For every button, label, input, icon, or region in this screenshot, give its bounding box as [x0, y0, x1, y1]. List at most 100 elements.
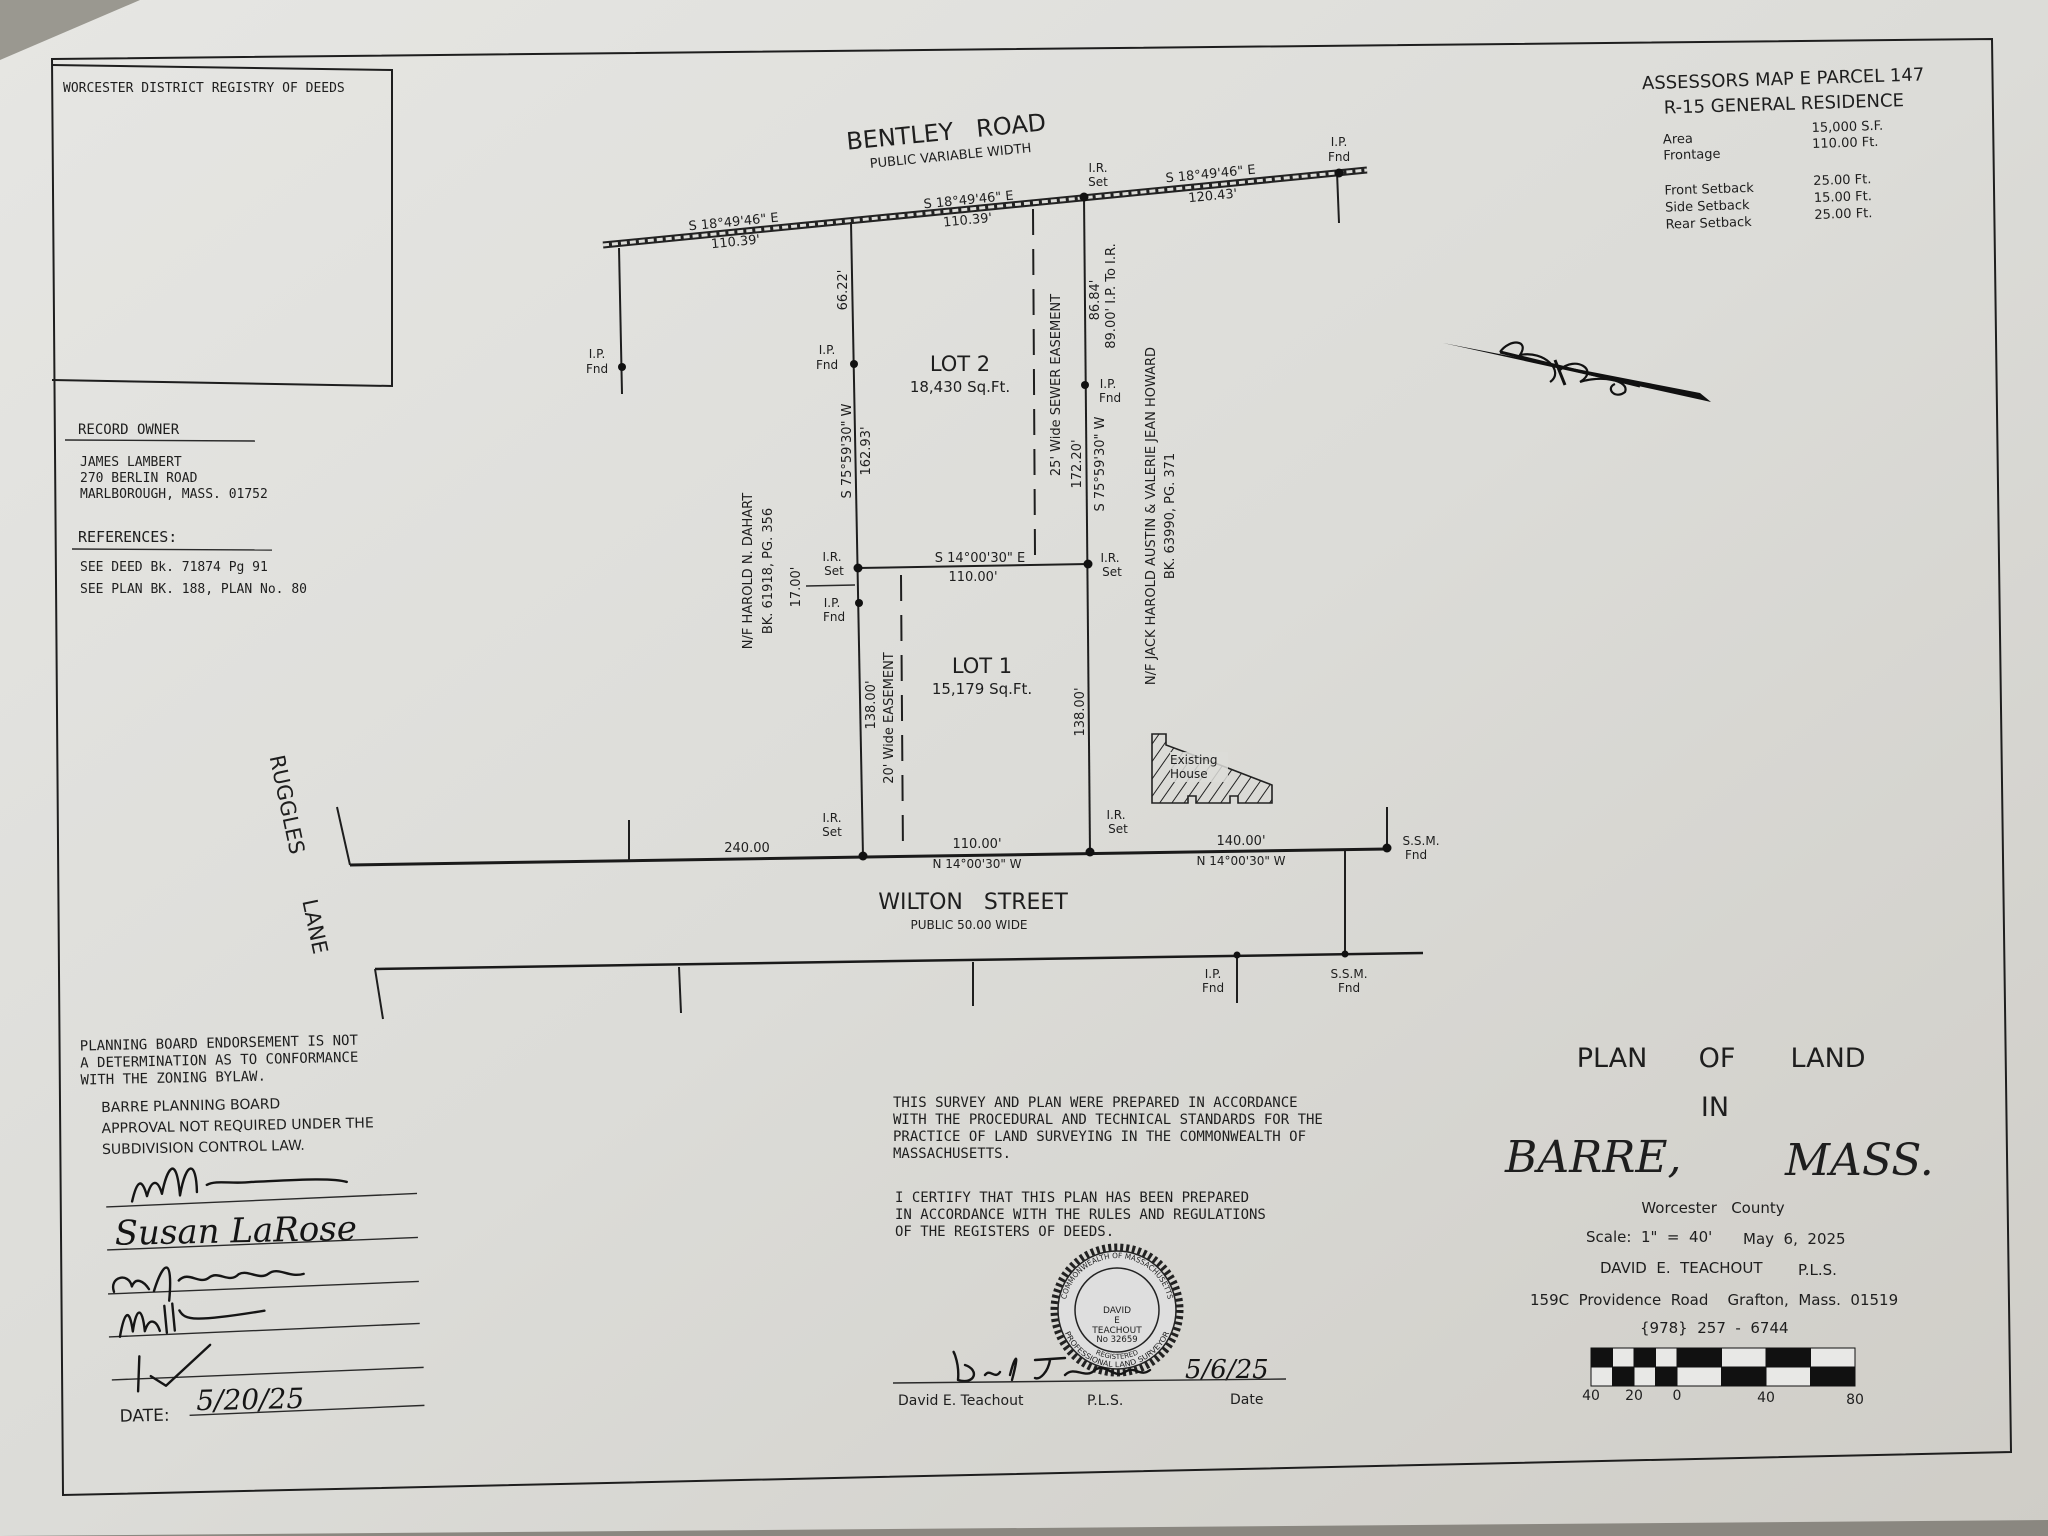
zoning-value: 25.00 Ft.	[1813, 172, 1872, 189]
record-owner-heading: RECORD OWNER	[78, 422, 180, 438]
sewer-easement-label: 25' Wide SEWER EASEMENT	[1049, 294, 1064, 476]
scale-bar-cell	[1633, 1347, 1656, 1368]
marker-label: I.R.	[822, 550, 841, 564]
cert-line: OF THE REGISTERS OF DEEDS.	[895, 1224, 1114, 1240]
scale-bar-cell	[1765, 1366, 1811, 1387]
planning-board-block: PLANNING BOARD ENDORSEMENT IS NOT A DETE…	[80, 1033, 425, 1427]
north-arrow-icon	[1443, 341, 1711, 402]
zoning-value: 15.00 Ft.	[1814, 189, 1873, 206]
scale-bar-cell	[1765, 1347, 1811, 1368]
scale-bar-cell	[1612, 1366, 1635, 1387]
title-surveyor: DAVID E. TEACHOUT	[1600, 1259, 1763, 1277]
lot-left-line	[850, 221, 864, 858]
pb-approval-line: APPROVAL NOT REQUIRED UNDER THE	[101, 1115, 373, 1137]
scale-bar-label: 80	[1846, 1392, 1864, 1408]
distance-label: 240.00	[724, 841, 770, 856]
title-surveyor-title: P.L.S.	[1798, 1261, 1837, 1279]
marker-label: I.P.	[589, 347, 606, 361]
cert-line: WITH THE PROCEDURAL AND TECHNICAL STANDA…	[893, 1112, 1323, 1128]
scale-bar-cell	[1810, 1366, 1856, 1387]
ip-fnd-marker	[1081, 381, 1089, 389]
marker-label: Set	[1088, 175, 1108, 189]
marker-label: I.P.	[1100, 377, 1117, 391]
lot-right-line	[1083, 195, 1091, 854]
ssm-fnd-marker	[1341, 950, 1349, 958]
title-state: MASS.	[1784, 1135, 1934, 1186]
zoning-label: Side Setback	[1665, 198, 1750, 216]
marker-label: I.R.	[1100, 551, 1119, 565]
wilton-street-sub: PUBLIC 50.00 WIDE	[910, 918, 1027, 932]
record-owner-block: RECORD OWNER JAMES LAMBERT 270 BERLIN RO…	[64, 422, 307, 597]
marker-label: S.S.M.	[1402, 834, 1439, 848]
signature-3	[111, 1266, 305, 1302]
marker-label: I.R.	[822, 811, 841, 825]
registry-box: WORCESTER DISTRICT REGISTRY OF DEEDS	[51, 64, 393, 388]
seal-number: No 32659	[1096, 1335, 1137, 1345]
abutter-right-name: N/F JACK HAROLD AUSTIN & VALERIE JEAN HO…	[1144, 347, 1159, 685]
distance-label: 138.00'	[1073, 687, 1088, 736]
scale-bar	[1590, 1347, 1856, 1387]
pb-date-value: 5/20/25	[196, 1382, 305, 1417]
scale-bar-cell	[1676, 1366, 1722, 1387]
wilton-street-north-line	[349, 847, 1388, 867]
scale-bar-cell	[1612, 1347, 1635, 1368]
marker-label: I.P.	[1331, 135, 1348, 149]
scale-bar-cell	[1590, 1366, 1613, 1387]
scale-bar-cell	[1590, 1347, 1613, 1368]
cert-line: THIS SURVEY AND PLAN WERE PREPARED IN AC…	[893, 1095, 1298, 1111]
abutter-left-book: BK. 61918, PG. 356	[761, 508, 776, 634]
marker-label: I.P.	[1205, 967, 1222, 981]
distance-label: 66.22'	[836, 270, 851, 311]
ip-fnd-marker	[855, 599, 863, 607]
pb-disclaimer-line: PLANNING BOARD ENDORSEMENT IS NOT	[80, 1033, 359, 1055]
existing-house-label: Existing	[1170, 753, 1218, 767]
scale-bar-cell	[1810, 1347, 1856, 1368]
wilton-street-label: WILTON STREET	[878, 890, 1068, 915]
ip-fnd-marker	[618, 363, 626, 371]
cert-line: I CERTIFY THAT THIS PLAN HAS BEEN PREPAR…	[895, 1190, 1249, 1206]
marker-label: S.S.M.	[1330, 967, 1367, 981]
distance-label: 86.84'	[1088, 280, 1103, 321]
distance-label: 110.39'	[710, 233, 760, 253]
bearing-label: S 75°59'30" W	[840, 403, 855, 498]
title-block: PLAN OF LAND IN BARRE, MASS. Worcester C…	[1504, 1043, 1934, 1408]
seal-ring-text: REGISTERED	[1094, 1348, 1139, 1361]
owner-line: JAMES LAMBERT	[80, 455, 182, 470]
title-town: BARRE,	[1504, 1132, 1681, 1183]
distance-label: 172.20'	[1070, 439, 1085, 488]
title-county: Worcester County	[1641, 1199, 1784, 1217]
drawing-border	[50, 37, 2013, 1497]
marker-label: Fnd	[816, 358, 838, 372]
marker-label: Fnd	[1328, 150, 1350, 164]
title-in: IN	[1701, 1092, 1729, 1123]
zoning-label: Front Setback	[1664, 181, 1754, 199]
easement-20-line	[900, 574, 904, 856]
pb-disclaimer-line: A DETERMINATION AS TO CONFORMANCE	[80, 1050, 358, 1072]
scale-bar-label: 40	[1757, 1390, 1775, 1406]
title-word: PLAN	[1577, 1043, 1648, 1074]
marker-label: I.R.	[1106, 808, 1125, 822]
title-phone: {978} 257 - 6744	[1640, 1319, 1789, 1337]
lot-division-line	[857, 563, 1089, 569]
cert-line: MASSACHUSETTS.	[893, 1146, 1011, 1162]
pb-approval-line: SUBDIVISION CONTROL LAW.	[102, 1138, 305, 1158]
distance-label: 110.39'	[942, 211, 992, 231]
offset-label: 17.00'	[789, 567, 804, 608]
seal-name: DAVID	[1103, 1306, 1131, 1316]
marker-label: I.P.	[824, 596, 841, 610]
marker-label: I.P.	[819, 343, 836, 357]
owner-line: MARLBOROUGH, MASS. 01752	[80, 487, 268, 502]
marker-label: Fnd	[1202, 981, 1224, 995]
seal-name: TEACHOUT	[1091, 1326, 1142, 1336]
zoning-label: Frontage	[1663, 147, 1721, 164]
surveyor-signature	[952, 1350, 1152, 1383]
marker-label: Fnd	[1405, 848, 1427, 862]
bearing-label: N 14°00'30" W	[932, 857, 1021, 871]
pb-date-label: DATE:	[119, 1406, 169, 1427]
abutter-left-name: N/F HAROLD N. DAHART	[741, 493, 756, 649]
title-date: May 6, 2025	[1743, 1230, 1846, 1248]
scale-bar-cell	[1633, 1366, 1656, 1387]
signature-4	[118, 1302, 266, 1338]
bearing-label: S 14°00'30" E	[935, 551, 1025, 566]
